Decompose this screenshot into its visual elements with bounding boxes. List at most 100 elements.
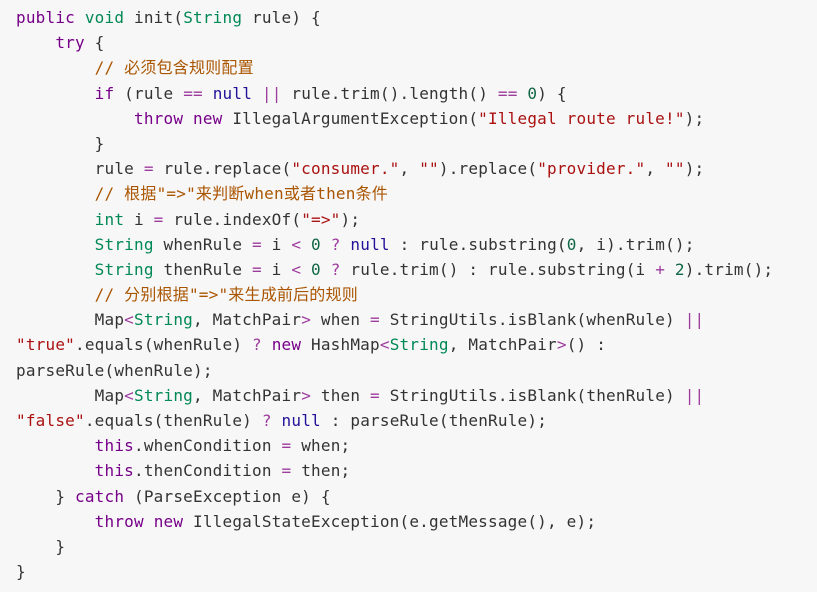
code-string: "true" xyxy=(16,335,75,355)
code-operator: < xyxy=(379,335,390,355)
code-string: "provider." xyxy=(537,159,646,179)
code-line: Map<String, MatchPair> then = StringUtil… xyxy=(16,383,817,408)
code-keyword: throw xyxy=(134,108,184,128)
code-operator: || xyxy=(684,310,705,330)
code-text: i xyxy=(261,259,292,279)
code-text: .equals(thenRule) xyxy=(84,411,262,430)
code-operator: == xyxy=(497,83,518,103)
code-type: String xyxy=(94,259,154,279)
code-operator: ? xyxy=(252,335,262,355)
code-text xyxy=(16,235,95,254)
code-text: rule.indexOf( xyxy=(163,209,302,229)
code-text: thenRule xyxy=(153,259,252,279)
code-text: } xyxy=(16,536,66,556)
code-literal: null xyxy=(350,234,390,254)
code-text xyxy=(203,84,213,103)
code-text: init( xyxy=(124,8,184,27)
code-line: Map<String, MatchPair> when = StringUtil… xyxy=(16,307,817,332)
code-text xyxy=(144,512,154,531)
code-text: i xyxy=(124,209,154,229)
code-line: if (rule == null || rule.trim().length()… xyxy=(16,81,817,106)
code-comment: // 分别根据"=>"来生成前后的规则 xyxy=(94,285,358,305)
code-line: public void init(String rule) { xyxy=(16,5,817,30)
code-type: void xyxy=(84,8,125,27)
code-operator: = xyxy=(143,159,154,179)
code-operator: = xyxy=(252,234,262,254)
code-operator: = xyxy=(370,310,380,330)
code-text xyxy=(518,84,528,103)
code-text: when xyxy=(311,310,371,330)
code-text: StringUtils.isBlank(whenRule) xyxy=(379,310,685,330)
code-text: , xyxy=(645,159,666,179)
code-text: Map xyxy=(16,385,125,405)
code-text: whenRule xyxy=(153,234,252,254)
code-text: ) { xyxy=(537,83,567,103)
code-operator: = xyxy=(252,259,262,279)
code-line: this.whenCondition = when; xyxy=(16,433,817,458)
code-text xyxy=(665,260,675,279)
code-line: // 根据"=>"来判断when或者then条件 xyxy=(16,181,817,206)
code-keyword: throw xyxy=(94,511,144,531)
code-text: i xyxy=(261,234,292,254)
code-text xyxy=(262,335,272,354)
code-text: ).trim(); xyxy=(684,259,774,279)
code-text xyxy=(16,58,95,77)
code-text: then xyxy=(311,385,371,405)
code-line: String thenRule = i < 0 ? rule.trim() : … xyxy=(16,257,817,282)
code-keyword: new xyxy=(271,335,302,355)
code-operator: = xyxy=(281,436,292,456)
code-line: } xyxy=(16,534,817,559)
code-line: rule = rule.replace("consumer.", "").rep… xyxy=(16,156,817,181)
code-text: , MatchPair xyxy=(448,335,557,355)
code-operator: > xyxy=(556,335,567,355)
code-text xyxy=(16,184,95,203)
code-type: int xyxy=(94,209,125,229)
code-type: String xyxy=(183,8,243,27)
code-line: this.thenCondition = then; xyxy=(16,458,817,483)
code-text: rule.trim() : rule.substring(i xyxy=(340,259,656,279)
code-text xyxy=(16,512,95,531)
code-number: 2 xyxy=(674,259,685,279)
code-operator: < xyxy=(124,385,135,405)
code-keyword: if xyxy=(94,83,115,103)
code-keyword: this xyxy=(94,461,135,481)
code-line: parseRule(whenRule); xyxy=(16,358,817,383)
code-operator: ? xyxy=(330,234,341,254)
code-text xyxy=(341,235,351,254)
code-text: then; xyxy=(291,461,351,481)
code-line: // 分别根据"=>"来生成前后的规则 xyxy=(16,282,817,307)
code-line: } xyxy=(16,131,817,156)
code-operator: < xyxy=(291,234,302,254)
code-text: .equals(whenRule) xyxy=(75,335,252,355)
code-text: (ParseException e) { xyxy=(124,486,331,506)
code-text: , xyxy=(399,159,420,179)
code-text xyxy=(16,33,55,52)
code-text xyxy=(16,210,95,229)
code-operator: ? xyxy=(330,259,341,279)
code-text: } xyxy=(16,486,75,506)
code-line: "false".equals(thenRule) ? null : parseR… xyxy=(16,408,817,433)
code-type: String xyxy=(389,335,449,355)
code-text: rule xyxy=(16,159,144,179)
code-operator: > xyxy=(301,310,312,330)
code-operator: || xyxy=(684,385,705,405)
code-text xyxy=(321,260,331,279)
code-comment: // 根据"=>"来判断when或者then条件 xyxy=(94,184,388,204)
code-operator: || xyxy=(261,83,282,103)
code-text: rule.trim().length() xyxy=(281,83,498,103)
code-comment: // 必须包含规则配置 xyxy=(94,58,254,78)
code-number: 0 xyxy=(311,234,321,254)
code-type: String xyxy=(134,310,194,330)
code-number: 0 xyxy=(311,259,321,279)
code-text: rule.replace( xyxy=(153,159,292,179)
code-string: "" xyxy=(419,159,439,179)
code-line: String whenRule = i < 0 ? null : rule.su… xyxy=(16,232,817,257)
code-text: , MatchPair xyxy=(193,310,302,330)
code-text: : parseRule(thenRule); xyxy=(320,411,548,430)
code-line: try { xyxy=(16,30,817,55)
code-text: , MatchPair xyxy=(193,385,302,405)
code-text xyxy=(16,436,95,455)
code-text: ); xyxy=(340,209,361,229)
code-operator: > xyxy=(301,385,312,405)
code-number: 0 xyxy=(566,234,577,254)
